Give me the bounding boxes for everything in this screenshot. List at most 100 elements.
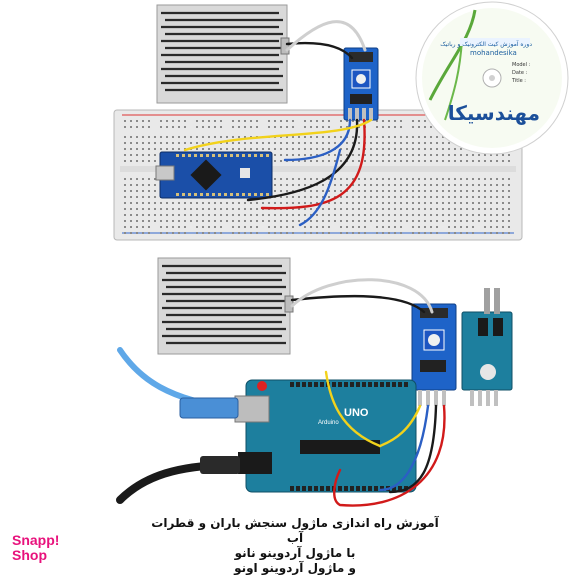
breadboard-hole — [508, 202, 510, 204]
breadboard-hole — [274, 148, 276, 150]
breadboard-hole — [292, 142, 294, 144]
breadboard-hole — [394, 178, 396, 180]
breadboard-hole — [412, 160, 414, 162]
breadboard-hole — [298, 136, 300, 138]
breadboard-hole — [154, 202, 156, 204]
breadboard-hole — [484, 232, 486, 234]
breadboard-hole — [328, 220, 330, 222]
breadboard-hole — [286, 120, 288, 122]
breadboard-hole — [502, 160, 504, 162]
rain-module-side — [461, 288, 513, 406]
breadboard-hole — [280, 178, 282, 180]
breadboard-hole — [310, 142, 312, 144]
breadboard-hole — [388, 226, 390, 228]
nano-pin — [212, 154, 215, 157]
breadboard-hole — [142, 126, 144, 128]
breadboard-hole — [424, 232, 426, 234]
breadboard-hole — [394, 190, 396, 192]
breadboard-hole — [280, 184, 282, 186]
breadboard-hole — [502, 226, 504, 228]
breadboard-hole — [346, 232, 348, 234]
breadboard-hole — [328, 190, 330, 192]
breadboard-hole — [154, 220, 156, 222]
breadboard-hole — [142, 208, 144, 210]
disc-logo-text: مهندسیکا — [448, 101, 540, 125]
breadboard-hole — [304, 208, 306, 210]
nano-pin — [188, 154, 191, 157]
breadboard-hole — [418, 160, 420, 162]
breadboard-hole — [394, 136, 396, 138]
breadboard-hole — [406, 190, 408, 192]
breadboard-hole — [316, 202, 318, 204]
breadboard-hole — [196, 148, 198, 150]
breadboard-hole — [496, 184, 498, 186]
breadboard-hole — [130, 190, 132, 192]
breadboard-hole — [412, 190, 414, 192]
breadboard-hole — [382, 142, 384, 144]
breadboard-hole — [472, 196, 474, 198]
uno-header-pin — [338, 382, 342, 387]
breadboard-hole — [196, 232, 198, 234]
breadboard-hole — [448, 154, 450, 156]
breadboard-hole — [490, 226, 492, 228]
breadboard-hole — [340, 196, 342, 198]
breadboard-hole — [508, 196, 510, 198]
breadboard-hole — [460, 160, 462, 162]
breadboard-hole — [124, 184, 126, 186]
breadboard-hole — [394, 208, 396, 210]
breadboard-hole — [484, 196, 486, 198]
breadboard-hole — [352, 232, 354, 234]
breadboard-hole — [484, 190, 486, 192]
breadboard-hole — [172, 126, 174, 128]
breadboard-hole — [400, 148, 402, 150]
breadboard-hole — [250, 202, 252, 204]
breadboard-hole — [256, 120, 258, 122]
breadboard-hole — [478, 202, 480, 204]
breadboard-hole — [508, 226, 510, 228]
breadboard-hole — [352, 178, 354, 180]
breadboard-hole — [160, 136, 162, 138]
breadboard-hole — [424, 120, 426, 122]
breadboard-hole — [256, 226, 258, 228]
breadboard-hole — [124, 136, 126, 138]
breadboard-hole — [202, 148, 204, 150]
breadboard-hole — [250, 136, 252, 138]
breadboard-hole — [142, 220, 144, 222]
breadboard-hole — [292, 178, 294, 180]
breadboard-hole — [286, 178, 288, 180]
breadboard-hole — [130, 126, 132, 128]
breadboard-hole — [256, 220, 258, 222]
breadboard-hole — [418, 126, 420, 128]
breadboard-hole — [238, 142, 240, 144]
breadboard-hole — [196, 120, 198, 122]
breadboard-hole — [508, 184, 510, 186]
breadboard-hole — [160, 214, 162, 216]
breadboard-hole — [142, 136, 144, 138]
breadboard-hole — [292, 154, 294, 156]
breadboard-hole — [208, 208, 210, 210]
breadboard-hole — [286, 136, 288, 138]
breadboard-hole — [196, 142, 198, 144]
breadboard-hole — [460, 214, 462, 216]
breadboard-hole — [442, 196, 444, 198]
breadboard-hole — [232, 142, 234, 144]
breadboard-hole — [328, 154, 330, 156]
breadboard-hole — [142, 178, 144, 180]
snappshop-logo: Snapp! Shop — [12, 533, 82, 563]
breadboard-hole — [148, 208, 150, 210]
breadboard-hole — [178, 202, 180, 204]
breadboard-hole — [460, 196, 462, 198]
breadboard-hole — [280, 160, 282, 162]
breadboard-hole — [418, 136, 420, 138]
breadboard-hole — [130, 226, 132, 228]
breadboard-hole — [124, 148, 126, 150]
breadboard-hole — [292, 202, 294, 204]
breadboard-hole — [484, 160, 486, 162]
breadboard-hole — [388, 136, 390, 138]
breadboard-hole — [370, 136, 372, 138]
breadboard-hole — [502, 196, 504, 198]
breadboard-hole — [214, 232, 216, 234]
breadboard-hole — [244, 202, 246, 204]
breadboard-hole — [124, 196, 126, 198]
breadboard-hole — [274, 120, 276, 122]
